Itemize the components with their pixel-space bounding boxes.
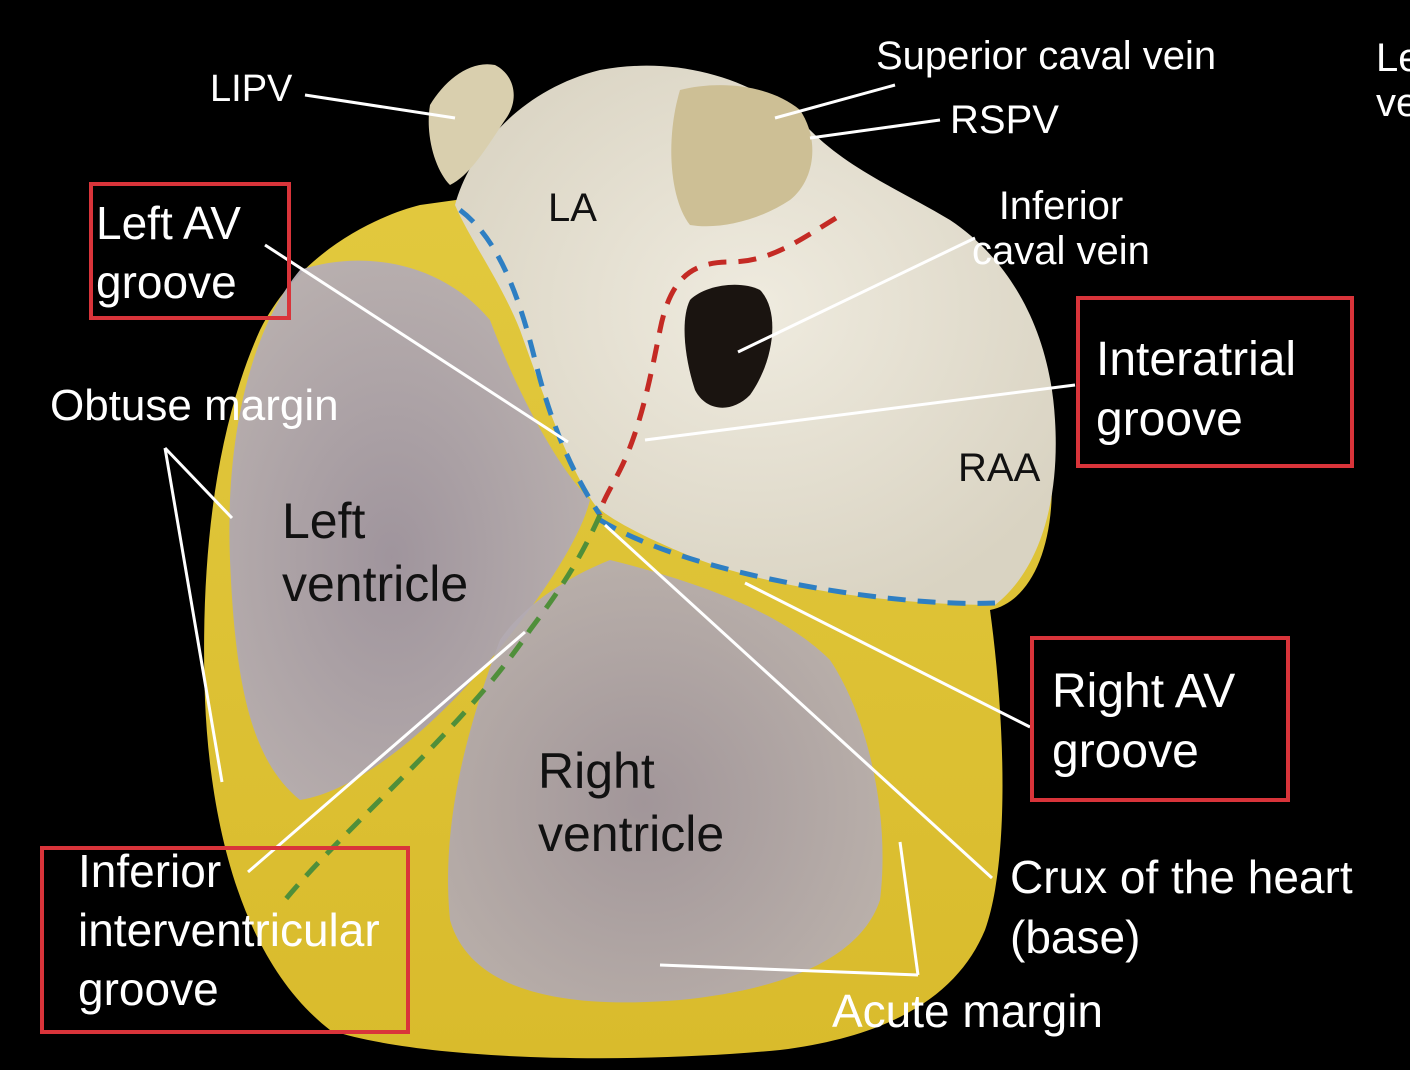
- pointer-ivc: [737, 236, 976, 354]
- label-lv-line1: Left: [282, 493, 366, 549]
- label-right-av-groove: Right AV groove: [1052, 662, 1235, 783]
- label-left-vein-cut-line1: Le: [1376, 36, 1410, 80]
- label-left-ventricle: Left ventricle: [282, 490, 468, 616]
- label-crux-line1: Crux of the heart: [1010, 851, 1353, 903]
- pointer-iv: [247, 630, 526, 874]
- pointer-interatrial: [644, 383, 1076, 442]
- label-la: LA: [548, 186, 597, 230]
- ivc-opening: [684, 284, 773, 408]
- label-ivc-line2: caval vein: [972, 228, 1150, 273]
- label-iv-line3: groove: [78, 962, 219, 1015]
- label-interatrial-groove: Interatrial groove: [1096, 330, 1296, 451]
- pointer-acute-1: [659, 963, 919, 977]
- pointer-left-av: [264, 243, 569, 444]
- label-iv-line1: Inferior: [78, 845, 222, 897]
- label-rv-line2: ventricle: [538, 806, 725, 862]
- label-left-av-line2: groove: [96, 255, 237, 308]
- pointer-lines: [163, 83, 1076, 977]
- interatrial-groove-box: [1076, 296, 1354, 468]
- lipv-stump: [428, 64, 514, 185]
- label-iv-line2: interventricular: [78, 903, 380, 956]
- label-right-av-line1: Right AV: [1052, 665, 1236, 718]
- label-ivc-line1: Inferior: [998, 184, 1124, 228]
- pointer-rspv: [809, 118, 941, 140]
- label-inferior-caval-vein: Inferior caval vein: [972, 184, 1150, 274]
- right-av-groove-box: [1030, 636, 1290, 802]
- label-crux: Crux of the heart (base): [1010, 848, 1353, 968]
- interatrial-groove-line: [597, 215, 838, 516]
- left-av-groove-box: [89, 182, 291, 320]
- pointer-acute-2: [898, 841, 920, 976]
- label-right-av-line2: groove: [1052, 725, 1199, 779]
- label-left-vein-cut-line2: ve: [1376, 80, 1410, 125]
- pointer-obtuse-2: [163, 447, 224, 783]
- svc-stump: [671, 85, 813, 227]
- label-right-ventricle: Right ventricle: [538, 740, 724, 866]
- label-interatrial-line2: groove: [1096, 393, 1243, 447]
- pointer-crux: [603, 523, 994, 880]
- label-rv-line1: Right: [538, 743, 655, 799]
- label-left-vein-cut: Le ve: [1376, 36, 1410, 126]
- label-obtuse-margin: Obtuse margin: [50, 381, 339, 430]
- label-left-av-line1: Left AV: [96, 197, 241, 249]
- label-lipv: LIPV: [210, 68, 293, 110]
- pointer-svc: [774, 83, 896, 120]
- right-av-groove-line: [598, 517, 996, 606]
- label-lv-line2: ventricle: [282, 556, 469, 612]
- label-raa: RAA: [958, 446, 1041, 490]
- inferior-iv-groove-box: [40, 846, 410, 1034]
- pointer-lipv: [304, 93, 456, 120]
- label-inferior-iv-groove: Inferior interventricular groove: [78, 842, 380, 1019]
- label-left-av-groove: Left AV groove: [96, 194, 241, 312]
- label-superior-caval-vein: Superior caval vein: [876, 34, 1217, 78]
- pointer-obtuse-1: [163, 446, 234, 520]
- label-rspv: RSPV: [950, 98, 1059, 142]
- pointer-right-av: [744, 581, 1031, 729]
- right-ventricle-surface: [448, 560, 883, 1003]
- label-acute-margin: Acute margin: [832, 985, 1104, 1037]
- left-ventricle-surface: [229, 260, 590, 800]
- label-crux-line2: (base): [1010, 910, 1141, 963]
- label-interatrial-line1: Interatrial: [1096, 333, 1297, 386]
